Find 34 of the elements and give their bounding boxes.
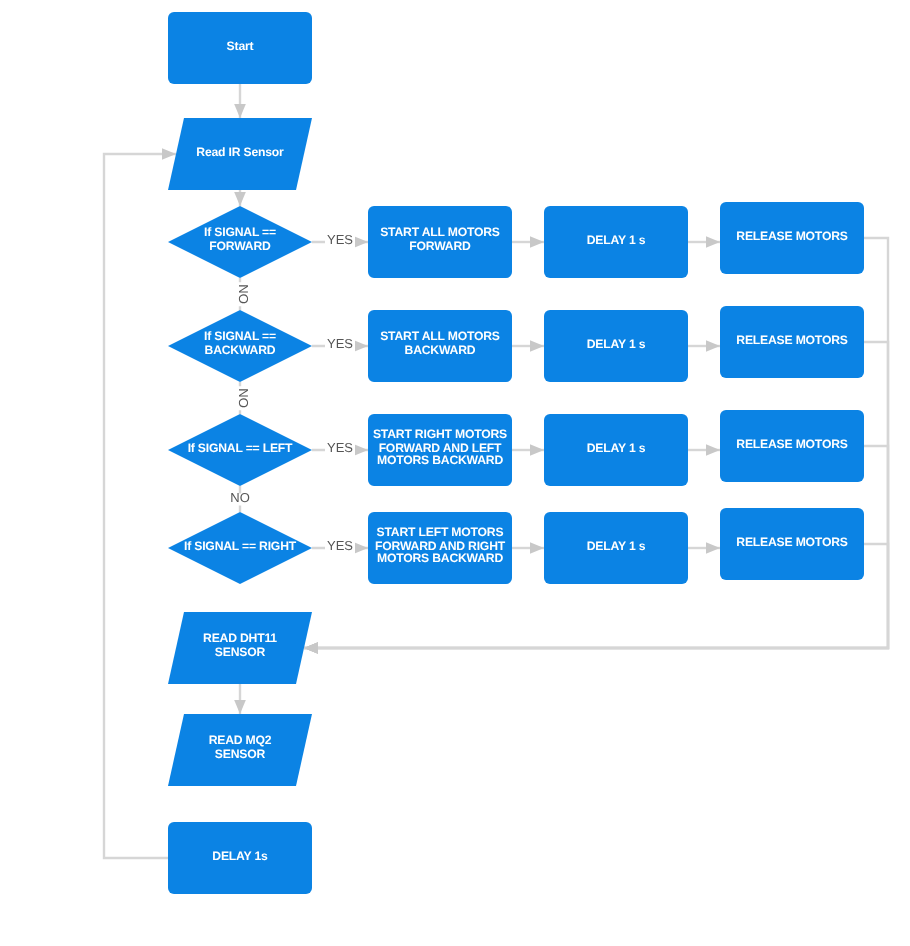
- input-output-parallelogram: [168, 714, 312, 786]
- arrow: [688, 340, 720, 352]
- process-box: [720, 202, 864, 274]
- process-box: [368, 206, 512, 278]
- process-box: [720, 306, 864, 378]
- process-box: [544, 310, 688, 382]
- arrow: [512, 444, 544, 456]
- input-output-parallelogram: [168, 612, 312, 684]
- decision-diamond: [168, 206, 312, 278]
- process-box: [368, 512, 512, 584]
- process-box: [544, 414, 688, 486]
- process-box: [544, 512, 688, 584]
- arrow: [688, 444, 720, 456]
- arrow: [512, 340, 544, 352]
- process-box: [168, 822, 312, 894]
- decision-diamond: [168, 512, 312, 584]
- arrow: [234, 684, 246, 714]
- process-box: [720, 410, 864, 482]
- arrow: [688, 542, 720, 554]
- arrow: [304, 542, 890, 654]
- arrow: [688, 236, 720, 248]
- decision-diamond: [168, 310, 312, 382]
- arrow: [234, 190, 246, 206]
- arrow: [234, 84, 246, 118]
- process-box: [368, 414, 512, 486]
- process-box: [720, 508, 864, 580]
- input-output-parallelogram: [168, 118, 312, 190]
- arrow: [512, 236, 544, 248]
- process-box: [544, 206, 688, 278]
- arrow: [102, 148, 176, 860]
- arrow: [512, 542, 544, 554]
- decision-diamond: [168, 414, 312, 486]
- process-box: [168, 12, 312, 84]
- process-box: [368, 310, 512, 382]
